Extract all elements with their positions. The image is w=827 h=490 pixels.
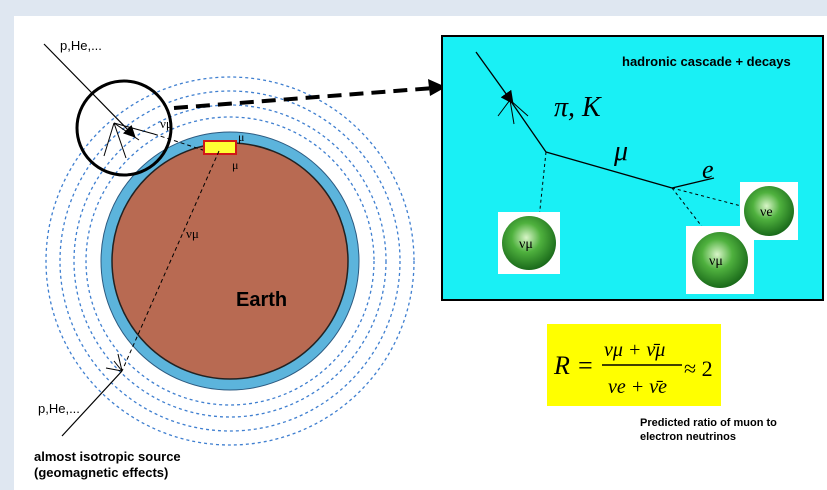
cascade-lines	[497, 99, 529, 125]
mu-label-a: μ	[238, 130, 244, 144]
nue-ball-label: νe	[760, 205, 773, 220]
source-caption-line1: almost isotropic source	[34, 449, 181, 464]
primary-ray-top	[43, 43, 136, 138]
ratio-caption-line2: electron neutrinos	[640, 431, 736, 443]
inset-panel: hadronic cascade + decays π, K μ e νμ νμ…	[441, 35, 824, 301]
earth-label: Earth	[236, 289, 287, 311]
shower-top	[103, 122, 155, 159]
numu-label-near: νμ	[160, 116, 173, 131]
primary-track-inset	[475, 51, 514, 105]
electron-track	[671, 177, 715, 189]
inset-title: hadronic cascade + decays	[622, 54, 791, 69]
shell-outer	[45, 76, 415, 446]
formula-numerator: νμ + ν̄μ	[604, 339, 665, 361]
numu-track-short	[153, 133, 210, 153]
zoom-circle	[75, 79, 173, 177]
zoom-pointer-arrow	[173, 86, 435, 110]
muon-track	[545, 151, 673, 189]
formula-rhs: ≈ 2	[684, 356, 713, 381]
primary-ray-bottom	[61, 370, 123, 437]
source-caption-line2: (geomagnetic effects)	[34, 465, 168, 480]
numu-label-through: νμ	[186, 226, 199, 241]
figure-frame: p,He,... p,He,... νμ μ μ νμ Earth almost…	[14, 16, 827, 490]
zoom-pointer-arrowhead	[428, 79, 446, 96]
ratio-caption-line1: Predicted ratio of muon to	[640, 417, 777, 429]
formula-lhs: R =	[553, 351, 594, 380]
nue-decay	[671, 187, 750, 209]
numu-track-through	[121, 150, 220, 372]
numu-ball-a	[502, 216, 556, 270]
pion-track	[509, 99, 547, 153]
shower-bottom	[105, 353, 123, 372]
detector-box	[203, 140, 237, 155]
primary-label-bottom: p,He,...	[38, 401, 80, 416]
atmosphere-shells	[45, 76, 415, 446]
mu-label-b: μ	[232, 158, 238, 172]
numu-ball-a-label: νμ	[519, 237, 533, 252]
muon-label-inset: μ	[613, 136, 628, 167]
earth	[111, 142, 349, 380]
numu-ball-b	[692, 232, 748, 288]
primary-label-top: p,He,...	[60, 38, 102, 53]
ratio-formula: R = νμ + ν̄μ νe + ν̄e ≈ 2	[547, 324, 721, 406]
electron-label-inset: e	[702, 155, 714, 184]
formula-denominator: νe + ν̄e	[608, 376, 667, 398]
numu-ball-b-label: νμ	[709, 254, 723, 269]
shell-4	[59, 90, 401, 432]
pion-kaon-label: π, K	[554, 92, 602, 123]
nue-ball	[744, 186, 794, 236]
shell-2	[85, 116, 375, 406]
